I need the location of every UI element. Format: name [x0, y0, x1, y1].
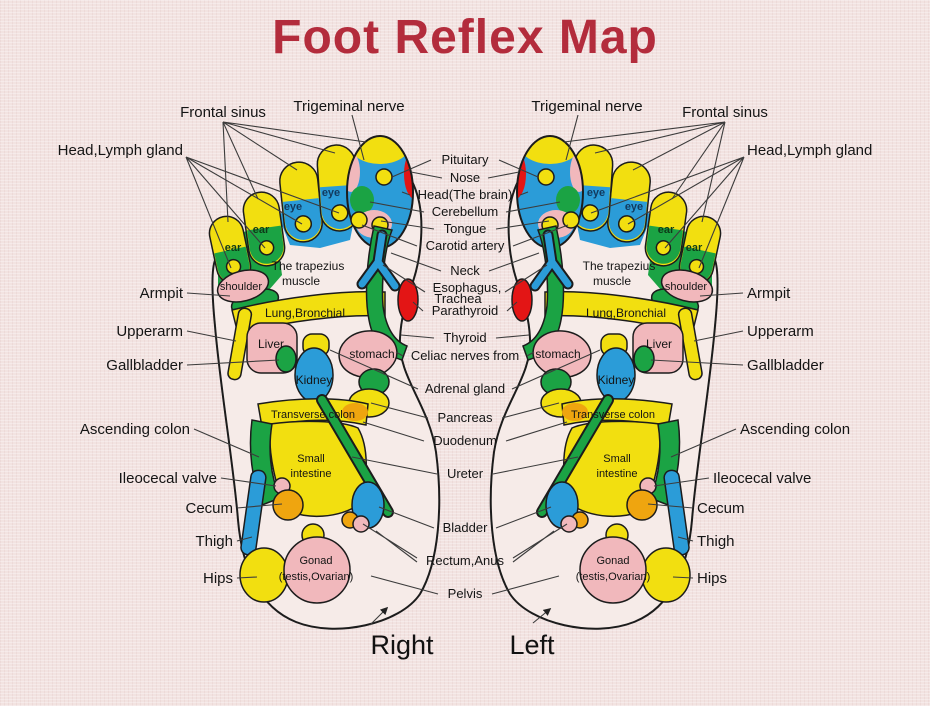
label-gonad-2: (testis,Ovarian) — [279, 571, 354, 583]
label-ileocecal-valve-left: Ileocecal valve — [119, 470, 217, 487]
label-liver: Liver — [646, 337, 672, 351]
label-gallbladder-left: Gallbladder — [106, 357, 183, 374]
label-small-intestine-2: intestine — [597, 468, 638, 480]
label-head-lymph-left: Head,Lymph gland — [58, 142, 183, 159]
label-kidney: Kidney — [598, 373, 635, 387]
label-gonad-1: Gonad — [299, 555, 332, 567]
label-ear: ear — [658, 224, 675, 236]
label-cecum-right: Cecum — [697, 500, 745, 517]
label-esophagus: Esophagus, — [433, 280, 502, 295]
label-lung-bronchial: Lung,Bronchial — [586, 306, 666, 320]
label-pancreas: Pancreas — [438, 410, 493, 425]
label-frontal-sinus-left: Frontal sinus — [180, 104, 266, 121]
label-ileocecal-valve-right: Ileocecal valve — [713, 470, 811, 487]
outer-labels: Frontal sinus Trigeminal nerve Head,Lymp… — [58, 98, 873, 587]
label-ear: ear — [225, 242, 242, 254]
label-small-intestine-1: Small — [297, 453, 325, 465]
label-pelvis: Pelvis — [448, 586, 483, 601]
label-ear: ear — [253, 224, 270, 236]
label-head-brain: Head(The brain) — [418, 187, 513, 202]
label-transverse-colon: Transverse colon — [271, 409, 355, 421]
label-eye: eye — [284, 201, 302, 213]
label-armpit-right: Armpit — [747, 285, 791, 302]
label-shoulder: shoulder — [665, 281, 708, 293]
label-gonad-2: (testis,Ovarian) — [576, 571, 651, 583]
label-eye: eye — [587, 187, 605, 199]
label-thyroid: Thyroid — [443, 330, 486, 345]
label-shoulder: shoulder — [220, 281, 263, 293]
label-gonad-1: Gonad — [596, 555, 629, 567]
label-transverse-colon: Transverse colon — [571, 409, 655, 421]
label-trapezius-2: muscle — [282, 274, 320, 288]
label-small-intestine-1: Small — [603, 453, 631, 465]
label-small-intestine-2: intestine — [291, 468, 332, 480]
label-trachea: Trachea — [434, 291, 482, 306]
page-title: Foot Reflex Map — [272, 11, 658, 64]
label-cerebellum: Cerebellum — [432, 204, 498, 219]
label-left-foot: Left — [509, 630, 555, 660]
label-ascending-colon-right: Ascending colon — [740, 421, 850, 438]
leader-lines — [185, 114, 745, 626]
center-labels: Pituitary Nose Head(The brain) Cerebellu… — [411, 152, 519, 601]
label-kidney: Kidney — [296, 373, 333, 387]
label-stomach: stomach — [349, 347, 394, 361]
label-trapezius-1: The trapezius — [583, 259, 656, 273]
label-thigh-left: Thigh — [195, 533, 233, 550]
label-eye: eye — [625, 201, 643, 213]
label-hips-left: Hips — [203, 570, 233, 587]
label-tongue: Tongue — [444, 221, 487, 236]
label-hips-right: Hips — [697, 570, 727, 587]
label-gallbladder-right: Gallbladder — [747, 357, 824, 374]
label-pituitary: Pituitary — [442, 152, 489, 167]
label-adrenal-gland: Adrenal gland — [425, 381, 505, 396]
label-trigeminal-nerve-left: Trigeminal nerve — [293, 98, 404, 115]
label-eye: eye — [322, 187, 340, 199]
label-ureter: Ureter — [447, 466, 484, 481]
label-nose: Nose — [450, 170, 480, 185]
label-lung-bronchial: Lung,Bronchial — [265, 306, 345, 320]
label-celiac-nerves: Celiac nerves from — [411, 348, 519, 363]
label-trigeminal-nerve-right: Trigeminal nerve — [531, 98, 642, 115]
label-trapezius-1: The trapezius — [272, 259, 345, 273]
right-foot-labels: eye eye ear ear shoulder The trapezius m… — [220, 187, 395, 583]
label-upperarm-right: Upperarm — [747, 323, 814, 340]
label-head-lymph-right: Head,Lymph gland — [747, 142, 872, 159]
label-upperarm-left: Upperarm — [116, 323, 183, 340]
label-rectum-anus: Rectum,Anus — [426, 553, 505, 568]
label-liver: Liver — [258, 337, 284, 351]
label-right-foot: Right — [370, 630, 434, 660]
label-trapezius-2: muscle — [593, 274, 631, 288]
left-foot-labels: eye eye ear ear shoulder The trapezius m… — [535, 187, 707, 583]
label-thigh-right: Thigh — [697, 533, 735, 550]
label-neck: Neck — [450, 263, 480, 278]
label-stomach: stomach — [535, 347, 580, 361]
label-duodenum: Duodenum — [433, 433, 497, 448]
label-armpit-left: Armpit — [140, 285, 184, 302]
label-ascending-colon-left: Ascending colon — [80, 421, 190, 438]
label-bladder: Bladder — [443, 520, 488, 535]
label-cecum-left: Cecum — [185, 500, 233, 517]
label-parathyroid: Parathyroid — [432, 303, 498, 318]
label-carotid-artery: Carotid artery — [426, 238, 505, 253]
label-ear: ear — [686, 242, 703, 254]
label-frontal-sinus-right: Frontal sinus — [682, 104, 768, 121]
